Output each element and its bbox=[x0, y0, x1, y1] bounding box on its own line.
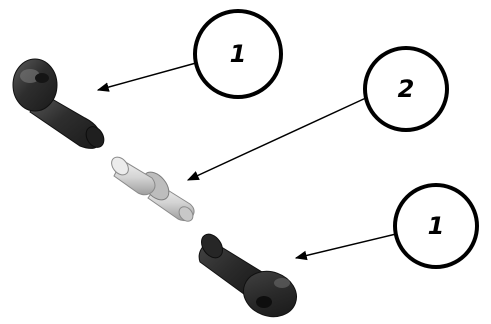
leader-arrow-middle bbox=[186, 96, 369, 181]
ball-stud bbox=[111, 156, 195, 222]
leader-arrow-bottom bbox=[294, 233, 397, 261]
callout-2: 2 bbox=[363, 46, 449, 132]
ball-socket-end-bottom bbox=[198, 233, 297, 318]
leader-arrow-top bbox=[96, 62, 197, 92]
callout-2-label: 2 bbox=[398, 75, 415, 103]
callout-1-top: 1 bbox=[193, 9, 283, 99]
callout-1-bottom: 1 bbox=[393, 183, 479, 269]
callout-1-top-label: 1 bbox=[230, 40, 247, 68]
ball-socket-end-top bbox=[12, 58, 105, 149]
callout-1-bottom-label: 1 bbox=[428, 212, 445, 240]
